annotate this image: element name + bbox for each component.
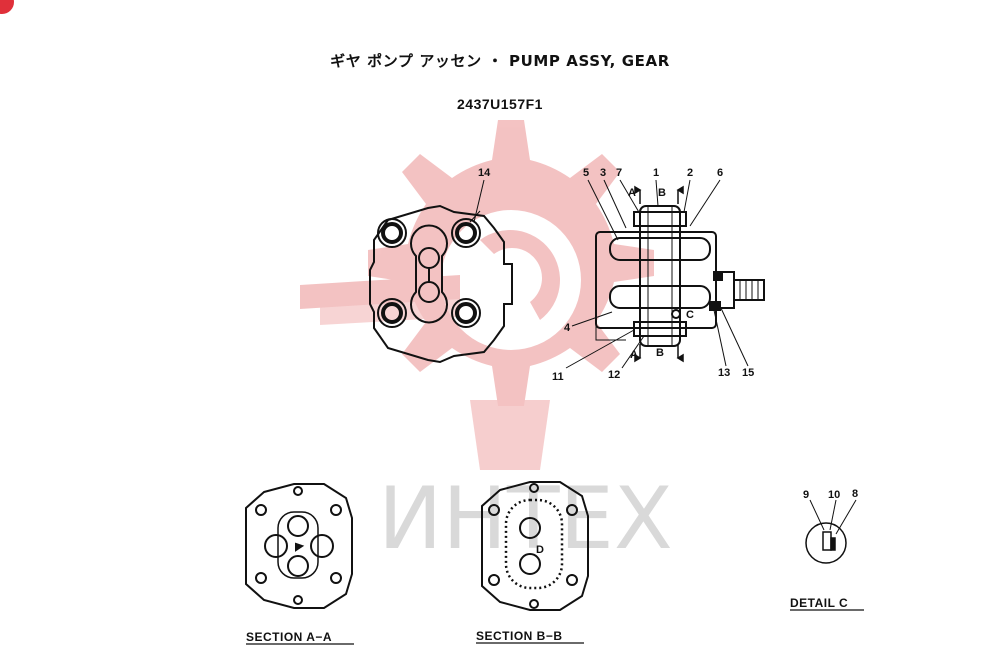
callout-13: 13 (718, 367, 730, 379)
section-bb-view (481, 481, 589, 611)
callout-12: 12 (608, 369, 620, 381)
pump-front-view (369, 204, 513, 364)
part-number: 2437U157F1 (457, 96, 543, 112)
callout-8: 8 (852, 488, 858, 500)
page-title: ギヤ ポンプ アッセン ・ PUMP ASSY, GEAR (330, 52, 670, 70)
callout-14: 14 (478, 167, 491, 179)
caption-detail-c: DETAIL C (790, 596, 848, 610)
callout-4: 4 (564, 322, 571, 334)
section-markers (634, 185, 684, 363)
pump-side-view (595, 205, 765, 347)
callout-11: 11 (552, 371, 564, 383)
callout-2: 2 (687, 167, 693, 179)
callout-c: C (686, 309, 694, 321)
detail-c-view (805, 499, 857, 564)
caption-section-bb: SECTION B−B (476, 629, 563, 643)
caption-section-aa: SECTION A−A (246, 630, 332, 644)
section-b-mark: D (536, 544, 544, 556)
section-a-bottom: A (630, 349, 638, 361)
callout-7: 7 (616, 167, 622, 179)
callout-6: 6 (717, 167, 723, 179)
callout-9: 9 (803, 489, 809, 501)
section-a-top: A (628, 187, 636, 199)
section-b-bottom: B (656, 347, 664, 359)
callout-3: 3 (600, 167, 606, 179)
section-aa-view (245, 483, 353, 609)
callout-10: 10 (828, 489, 840, 501)
callout-15: 15 (742, 367, 754, 379)
section-b-top: B (658, 187, 666, 199)
callout-5: 5 (583, 167, 589, 179)
callout-1: 1 (653, 167, 659, 179)
leader-lines (473, 179, 749, 369)
